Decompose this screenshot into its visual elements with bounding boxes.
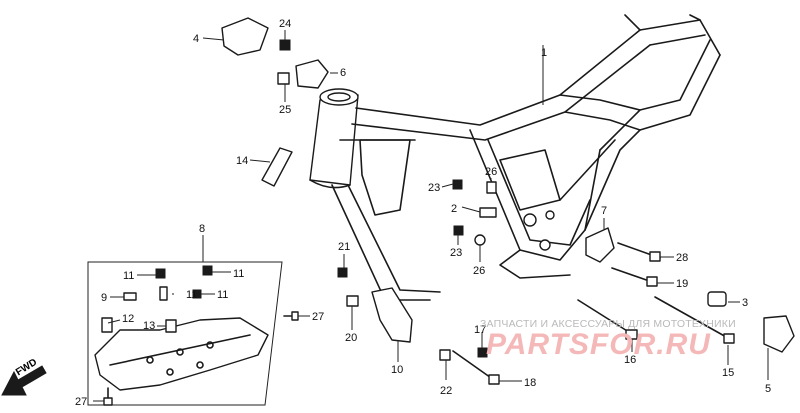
part-23-nut-a <box>452 179 463 190</box>
callout-7: 7 <box>601 205 607 217</box>
part-23-nut-b <box>453 225 464 236</box>
part-15-bolt <box>654 296 729 339</box>
callout-26-a: 26 <box>485 166 497 178</box>
callout-15: 15 <box>722 367 734 379</box>
part-18-bolt <box>452 350 495 381</box>
part-26-nut-a <box>486 181 497 194</box>
leader-lines <box>93 30 769 402</box>
part-10-bracket <box>371 287 413 343</box>
part-14-tube <box>261 147 293 187</box>
callout-4: 4 <box>193 33 199 45</box>
callout-27-a: 27 <box>312 311 324 323</box>
callout-28: 28 <box>676 252 688 264</box>
part-3-collar <box>707 291 727 307</box>
frame-body <box>309 14 721 301</box>
part-4-bracket <box>221 17 269 56</box>
part-7-plate <box>585 227 615 263</box>
callout-2: 2 <box>451 203 457 215</box>
part-25-nut <box>277 72 290 85</box>
callout-numbers: 1 2 3 4 5 6 7 8 9 10 11 11 11 11 12 13 1… <box>75 18 771 408</box>
part-22-washer <box>439 349 451 361</box>
callout-11-a: 11 <box>123 270 134 282</box>
callout-11-d: 11 <box>217 289 228 301</box>
callout-22: 22 <box>440 385 452 397</box>
part-6-plate <box>295 59 329 89</box>
callout-27-b: 27 <box>75 396 87 408</box>
fwd-arrow-icon <box>1 365 47 396</box>
callout-3: 3 <box>742 297 748 309</box>
callout-11-c: 11 <box>186 289 197 301</box>
watermark-text: ЗАПЧАСТИ И АКСЕССУАРЫ ДЛЯ МОТОТЕХНИКИ <box>480 318 736 330</box>
callout-13: 13 <box>143 320 155 332</box>
callout-6: 6 <box>340 67 346 79</box>
callout-26-b: 26 <box>473 265 485 277</box>
callout-23-a: 23 <box>428 182 440 194</box>
skid-plate-group <box>87 261 283 406</box>
callout-24: 24 <box>279 18 291 30</box>
callout-11-b: 11 <box>233 268 244 280</box>
callout-25: 25 <box>279 104 291 116</box>
callout-19: 19 <box>676 278 688 290</box>
callout-5: 5 <box>765 383 771 395</box>
callout-21: 21 <box>338 241 350 253</box>
watermark-logo: PARTSFOR.RU <box>486 328 711 361</box>
part-26-washer <box>474 234 486 246</box>
part-21-nut <box>337 267 348 278</box>
callout-12: 12 <box>122 313 134 325</box>
callout-8: 8 <box>199 223 205 235</box>
callout-17: 17 <box>474 324 486 336</box>
callout-1: 1 <box>541 47 547 59</box>
callout-14: 14 <box>236 155 248 167</box>
callout-23-b: 23 <box>450 247 462 259</box>
part-16-bolt <box>577 299 633 335</box>
part-20-washer <box>346 295 359 307</box>
part-2-collar <box>479 207 497 218</box>
callout-18: 18 <box>524 377 536 389</box>
callout-10: 10 <box>391 364 403 376</box>
callout-16: 16 <box>624 354 636 366</box>
callout-9: 9 <box>101 292 107 304</box>
part-5-plate <box>763 315 795 353</box>
part-24-nut <box>279 39 291 51</box>
callout-20: 20 <box>345 332 357 344</box>
